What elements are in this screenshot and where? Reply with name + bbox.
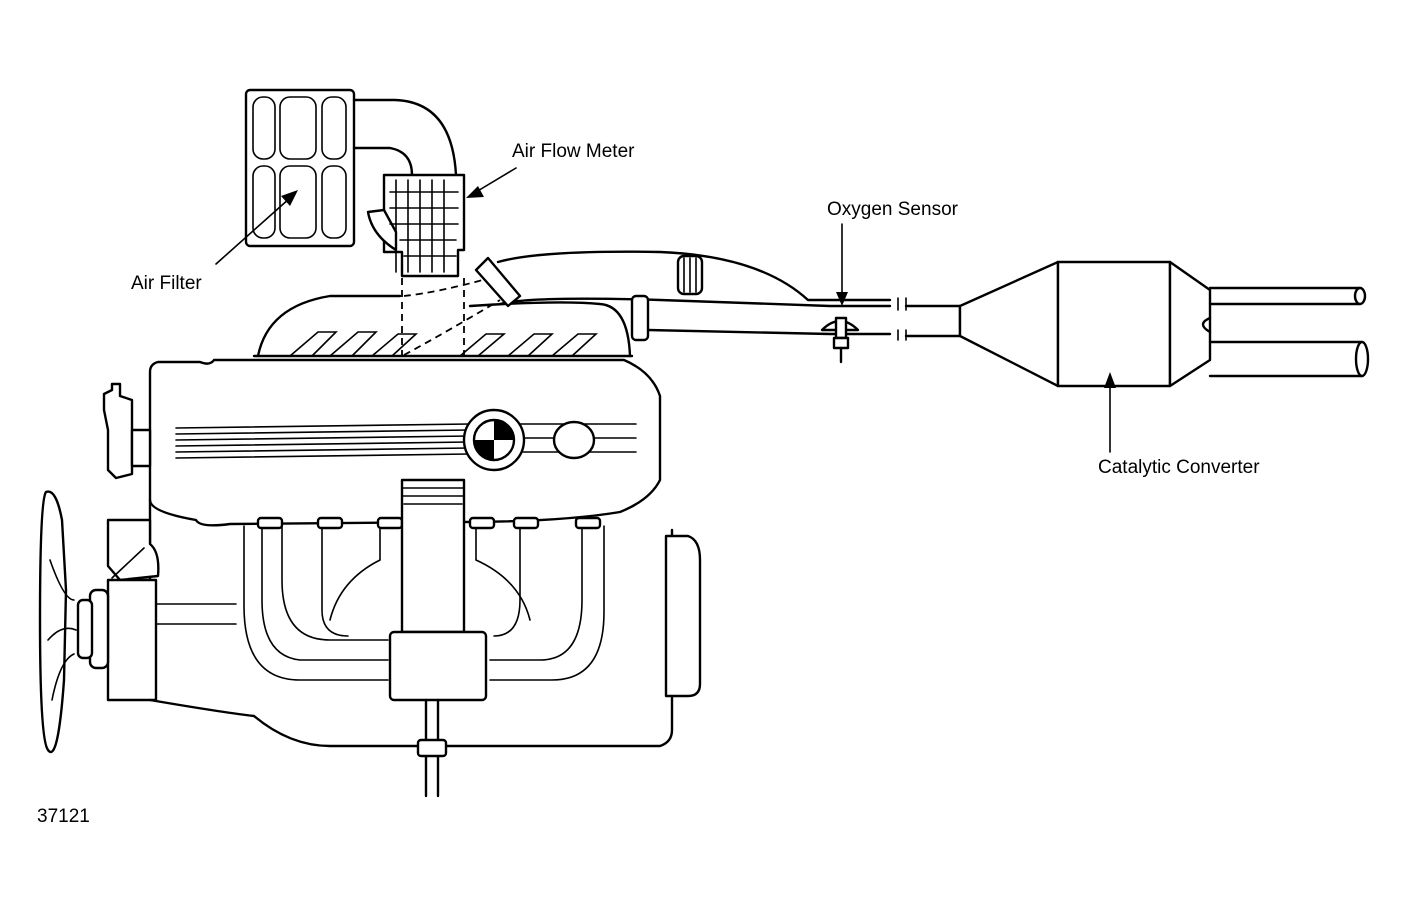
engine-block xyxy=(148,358,702,798)
catalytic-converter xyxy=(958,260,1370,388)
label-pointers xyxy=(215,167,1116,453)
intake-manifold xyxy=(252,256,634,358)
air-flow-meter-label: Air Flow Meter xyxy=(512,141,635,162)
air-flow-meter xyxy=(366,173,466,278)
exhaust-pipe xyxy=(496,250,962,342)
figure-number: 37121 xyxy=(37,806,90,827)
catalytic-converter-label: Catalytic Converter xyxy=(1098,457,1260,478)
air-filter xyxy=(244,88,356,248)
oxygen-sensor xyxy=(820,316,860,364)
oxygen-sensor-label: Oxygen Sensor xyxy=(827,199,959,220)
front-accessories xyxy=(38,382,237,754)
air-filter-label: Air Filter xyxy=(131,273,202,294)
intake-duct xyxy=(352,98,458,177)
